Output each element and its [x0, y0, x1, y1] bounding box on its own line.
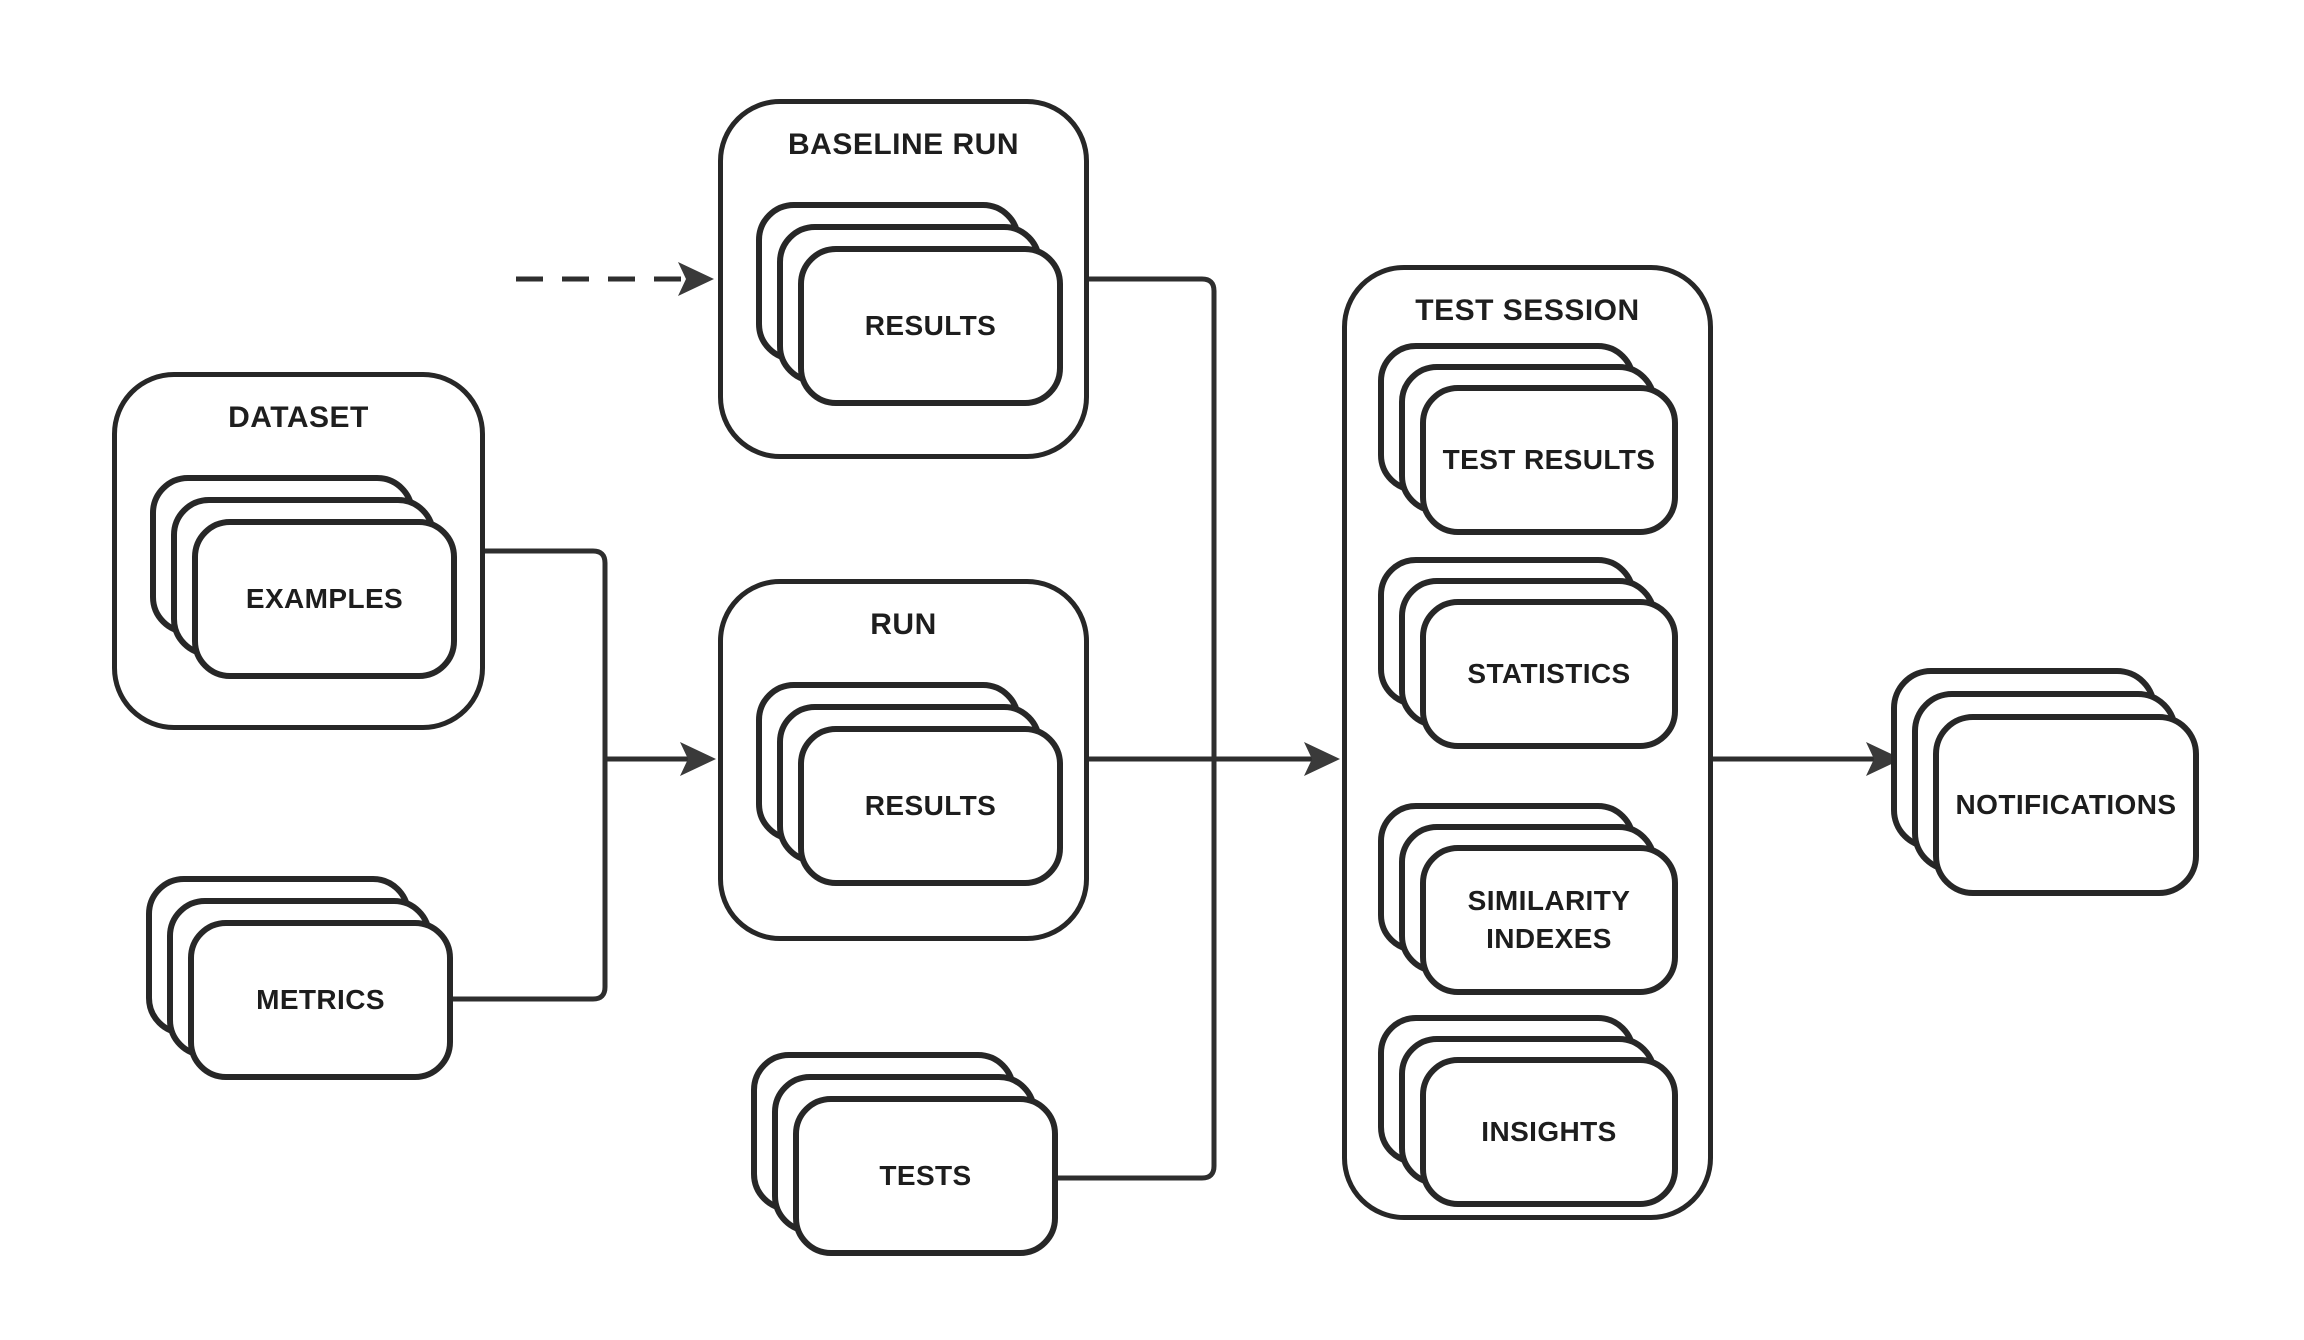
edge-dataset-metrics-merge [453, 548, 608, 1002]
baseline-results-label: RESULTS [864, 310, 997, 342]
examples-label: EXAMPLES [245, 583, 404, 615]
run-results-card-front: RESULTS [798, 726, 1063, 886]
node-run-container: RUN RESULTS [718, 579, 1089, 941]
metrics-card-front: METRICS [188, 920, 453, 1080]
similarity-indexes-card-front: SIMILARITY INDEXES [1420, 845, 1678, 995]
arrowhead-into-run-icon [680, 742, 716, 776]
examples-card-front: EXAMPLES [192, 519, 457, 679]
node-baseline-run-title: BASELINE RUN [787, 128, 1019, 161]
node-test-session-title: TEST SESSION [1415, 294, 1640, 327]
notifications-label: NOTIFICATIONS [1955, 789, 2177, 821]
insights-card-front: INSIGHTS [1420, 1057, 1678, 1207]
node-run-title: RUN [870, 608, 937, 641]
node-test-session-container: TEST SESSION TEST RESULTS STATISTICS SIM… [1342, 265, 1713, 1220]
baseline-results-card-front: RESULTS [798, 246, 1063, 406]
arrowhead-into-test-session-icon [1304, 742, 1340, 776]
statistics-label: STATISTICS [1467, 658, 1631, 690]
node-dataset-title: DATASET [228, 401, 369, 434]
insights-label: INSIGHTS [1481, 1116, 1617, 1148]
arrowhead-into-baseline-icon [678, 262, 714, 296]
node-baseline-run-container: BASELINE RUN RESULTS [718, 99, 1089, 459]
statistics-card-front: STATISTICS [1420, 599, 1678, 749]
test-results-label: TEST RESULTS [1442, 444, 1656, 476]
metrics-label: METRICS [256, 984, 385, 1016]
run-results-label: RESULTS [864, 790, 997, 822]
node-dataset-container: DATASET EXAMPLES [112, 372, 485, 730]
test-results-card-front: TEST RESULTS [1420, 385, 1678, 535]
similarity-indexes-label: SIMILARITY INDEXES [1467, 885, 1631, 954]
tests-card-front: TESTS [793, 1096, 1058, 1256]
tests-label: TESTS [879, 1160, 972, 1192]
edge-baseline-tests-merge [1058, 276, 1217, 1181]
arrowhead-into-notifications-icon [1866, 742, 1902, 776]
notifications-card-front: NOTIFICATIONS [1933, 714, 2199, 896]
